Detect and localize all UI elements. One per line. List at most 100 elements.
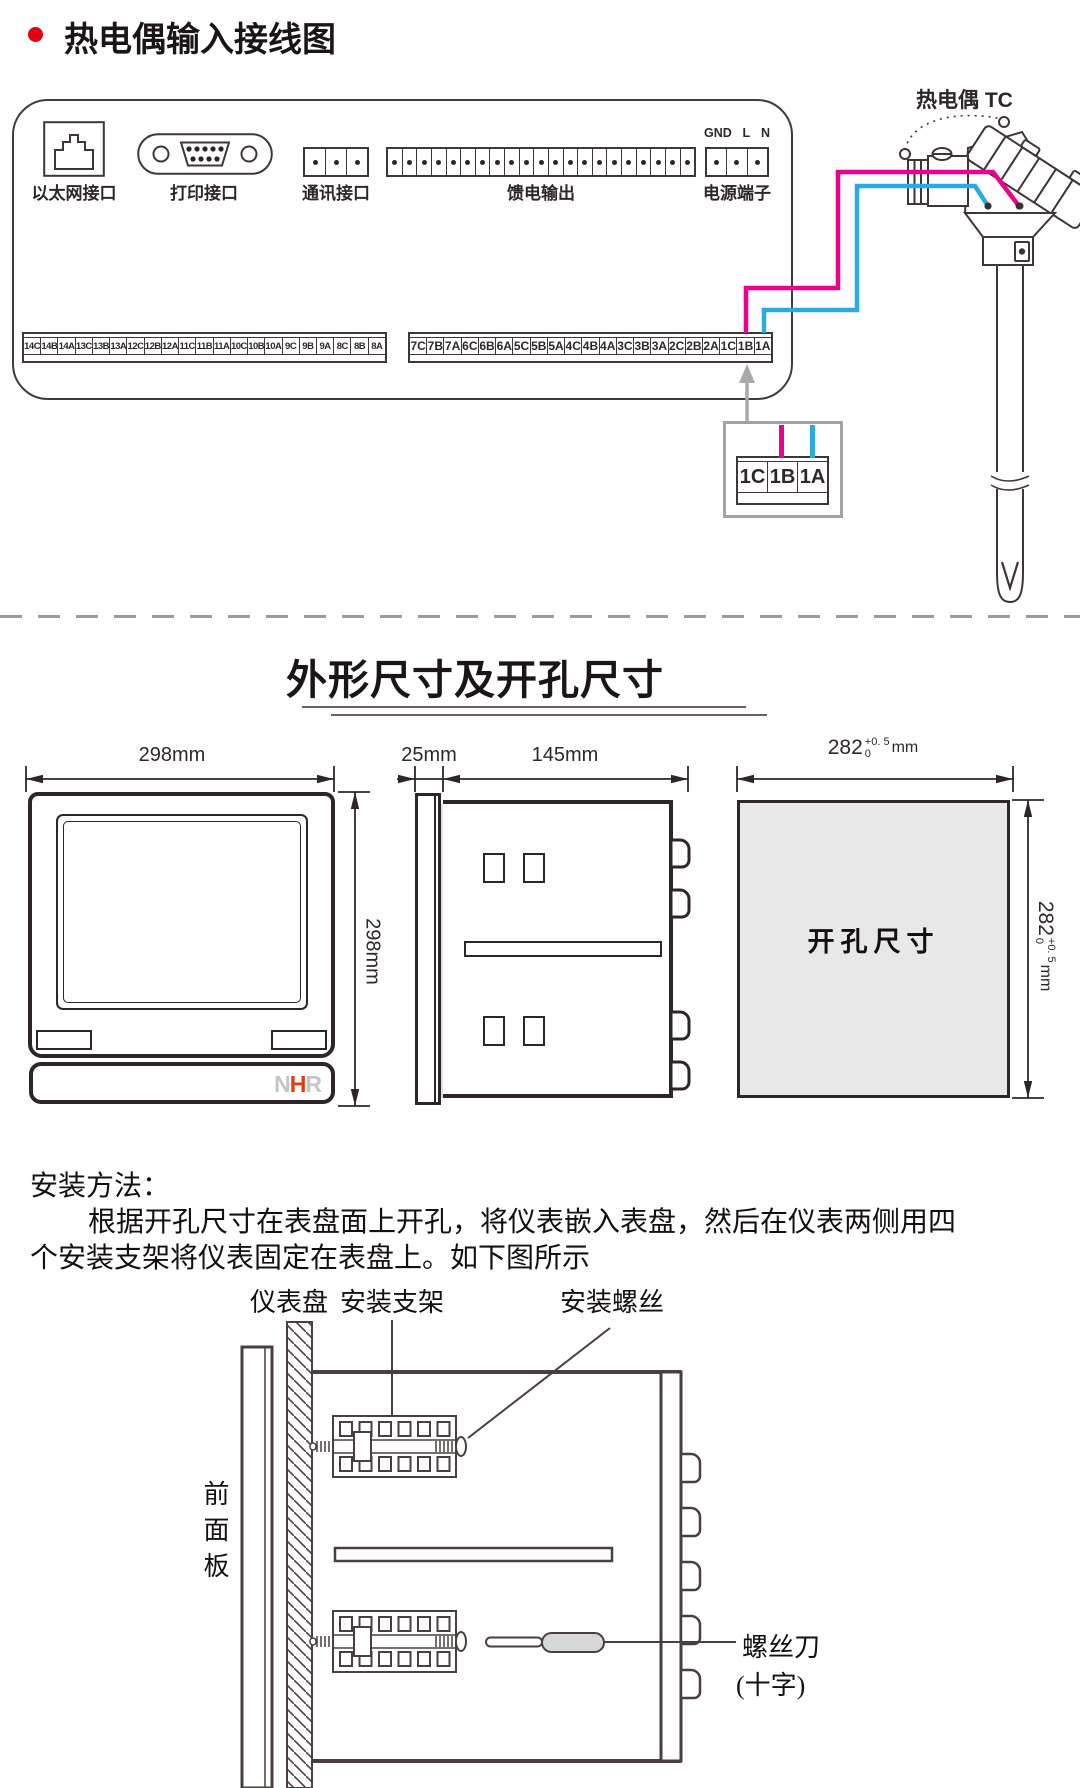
terminal-dot-cell (547, 149, 563, 175)
terminal-dot-cell (621, 149, 636, 175)
terminal-dot-cell (430, 149, 446, 175)
section-divider-dashed (0, 615, 1080, 618)
terminal-cell: 9C (281, 338, 299, 354)
terminal-dot-cell (650, 149, 665, 175)
terminal-dot (436, 159, 442, 165)
thermocouple-label: 热电偶 TC (916, 89, 1013, 112)
terminal-cell: 13A (109, 338, 126, 354)
terminal-cell: 12C (126, 338, 144, 354)
terminal-dot (567, 159, 573, 165)
terminal-dot-cell (346, 149, 367, 175)
side-view-slot (464, 941, 662, 957)
callout-positive-wire (779, 425, 784, 458)
terminal-cell: 7C (410, 339, 426, 353)
terminal-cell: 12B (143, 338, 161, 354)
install-line2: 个安装支架将仪表固定在表盘上。如下图所示 (30, 1243, 591, 1274)
front-view-button-left (36, 1030, 92, 1050)
terminal-dot-cell (664, 149, 680, 175)
terminal-dot (494, 159, 500, 165)
terminal-dot-cell (460, 149, 475, 175)
terminal-cell: 5C (512, 338, 530, 354)
cutout-square: 开孔尺寸 (737, 800, 1010, 1098)
terminal-dot-cell (518, 149, 534, 175)
install-drawing (240, 1320, 736, 1788)
terminal-cell: 12A (160, 338, 178, 354)
terminal-dot (333, 159, 339, 165)
terminal-dot-cell (726, 149, 746, 175)
terminal-dot-cell (707, 149, 726, 175)
power-pin-gnd: GND (704, 126, 732, 140)
terminal-dot-cell (504, 149, 519, 175)
side-view-mounting-hooks (669, 838, 691, 1091)
terminal-cell: 8B (350, 338, 367, 354)
terminal-dot-cell (489, 149, 504, 175)
terminal-dot (553, 159, 559, 165)
thermocouple-drawing (899, 114, 1080, 604)
install-line1: 根据开孔尺寸在表盘面上开孔，将仪表嵌入表盘，然后在仪表两侧用四 (88, 1207, 957, 1238)
rear-hooks (679, 1452, 702, 1700)
terminal-cell: 6B (477, 338, 495, 354)
terminal-cell: 13B (91, 338, 109, 354)
terminal-dot (509, 159, 515, 165)
cutout-height-dimension (1012, 799, 1044, 1099)
power-pin-labels: GND L N (704, 126, 770, 140)
terminal-dot (655, 159, 661, 165)
terminal-cell: 3B (633, 338, 650, 354)
cutout-height-label: 282 +0. 5 0 mm (1033, 900, 1058, 992)
terminal-dot (714, 159, 720, 165)
body-depth-label: 145mm (531, 744, 599, 766)
side-view-vent-bottom-1 (483, 1016, 505, 1046)
terminal-dot (670, 159, 676, 165)
screw-leader-line (467, 1327, 611, 1439)
terminal-cell: 1A (753, 338, 771, 354)
power-label: 电源端子 (703, 184, 771, 203)
terminal-dot (597, 159, 603, 165)
label-screwdriver: 螺丝刀 (742, 1633, 821, 1662)
ethernet-port-icon (43, 121, 105, 177)
terminal-dot (684, 159, 690, 165)
feed-output-label: 馈电输出 (507, 184, 575, 203)
terminal-cell: 14A (57, 338, 75, 354)
terminal-cell: 4C (564, 338, 581, 354)
terminal-dot (465, 159, 471, 165)
install-diagram: 仪表盘 安装支架 安装螺丝 前面板 螺丝刀 (十字) (150, 1272, 930, 1788)
terminal-dot-cell (562, 149, 578, 175)
printer-port-icon (137, 133, 273, 175)
terminal-cell: 1C (739, 465, 766, 488)
terminal-dot (312, 159, 318, 165)
terminal-dot-cell (746, 149, 767, 175)
terminal-dot (754, 159, 760, 165)
brand-letter-r: R (305, 1071, 322, 1097)
terminal-dot-cell (679, 149, 695, 175)
terminal-strip-bottom-bar (410, 354, 771, 361)
terminal-dot-cell (606, 149, 621, 175)
side-depth-dimension (397, 766, 689, 792)
terminal-dot (406, 159, 412, 165)
screwdriver-handle (541, 1632, 605, 1653)
label-panel: 仪表盘 (250, 1288, 329, 1317)
brand-letter-n: N (274, 1071, 291, 1097)
terminal-cell: 4A (598, 338, 616, 354)
terminal-dot (626, 159, 632, 165)
terminal-cell: 1B (767, 462, 797, 492)
front-width-label: 298mm (138, 744, 206, 766)
screwdriver-shaft (485, 1636, 543, 1648)
callout-negative-wire (810, 425, 815, 458)
ethernet-port-label: 以太网接口 (31, 184, 117, 203)
front-height-dimension (338, 791, 370, 1107)
bullet-icon (28, 27, 43, 42)
terminal-dot (523, 159, 529, 165)
terminal-cell: 5B (529, 338, 547, 354)
cutout-width-base: 282 (827, 736, 863, 760)
power-terminals (705, 147, 769, 177)
terminal-dot-cell (388, 149, 402, 175)
terminal-cell: 1B (736, 338, 754, 354)
feed-output-terminals (386, 147, 696, 177)
side-view-vent-top-2 (523, 853, 545, 883)
comm-port-label: 通讯接口 (302, 184, 370, 203)
terminal-cell: 10A (264, 338, 282, 354)
terminal-cell: 10B (247, 338, 264, 354)
cutout-width-label: 282 +0. 5 0 mm (782, 736, 964, 760)
